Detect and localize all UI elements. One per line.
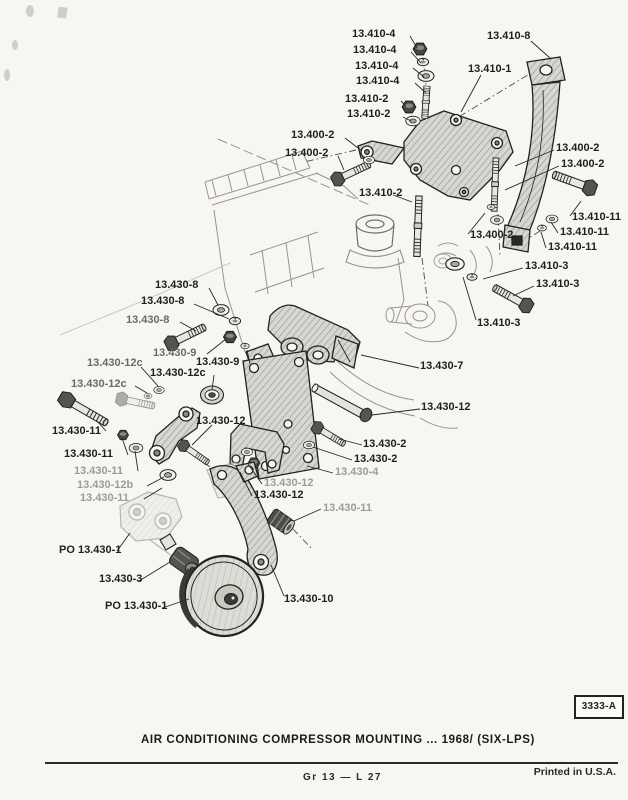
top-mounting-bracket xyxy=(357,110,514,201)
footer-printed-in: Printed in U.S.A. xyxy=(533,766,616,778)
mounting-plate xyxy=(229,350,320,480)
plate-hardware xyxy=(175,383,373,469)
engine-block-outline xyxy=(59,138,493,429)
idler-arm xyxy=(148,406,201,465)
leader-lines xyxy=(96,35,582,609)
compressor-bracket xyxy=(245,304,361,371)
scan-artifacts xyxy=(4,5,68,81)
figure-code: 3333-A xyxy=(581,701,617,712)
page-caption: AIR CONDITIONING COMPRESSOR MOUNTING ...… xyxy=(141,734,535,746)
left-hardware xyxy=(55,304,250,481)
footer-group-page: Gr 13 — L 27 xyxy=(303,772,382,783)
pivot-rod xyxy=(311,383,373,423)
footer-rule xyxy=(45,762,618,764)
pulley xyxy=(179,554,265,638)
pivot-bracket xyxy=(209,461,278,576)
figure-code-box: 3333-A xyxy=(574,695,624,719)
support-brace xyxy=(502,56,566,253)
